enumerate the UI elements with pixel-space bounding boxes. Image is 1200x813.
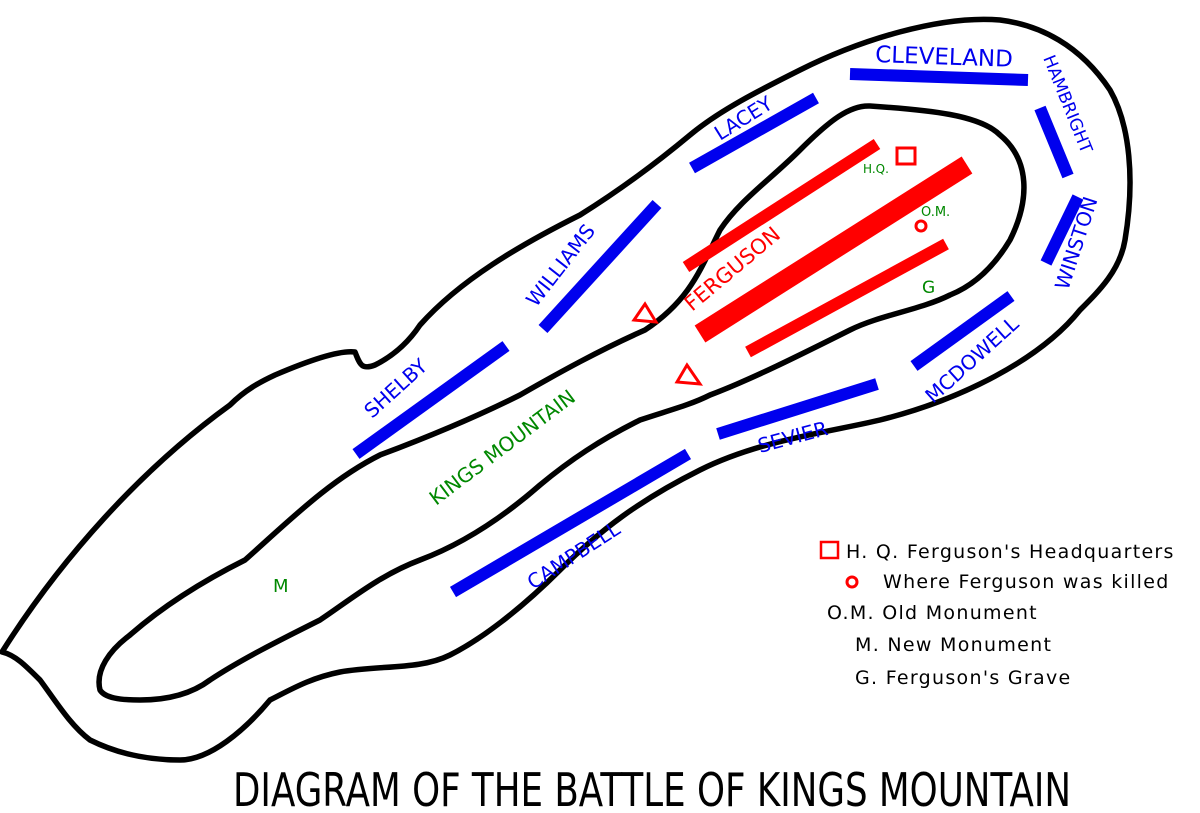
line-mcdowell bbox=[910, 291, 1015, 371]
legend-item-grave: G. Ferguson's Grave bbox=[855, 667, 1072, 689]
loyalist-lines bbox=[682, 138, 973, 358]
line-lacey bbox=[689, 92, 819, 174]
label-hambright: HAMBRIGHT bbox=[1038, 52, 1096, 156]
line-winston bbox=[1040, 194, 1084, 266]
line-hambright bbox=[1034, 105, 1074, 179]
line-ferguson-main bbox=[694, 156, 973, 343]
legend-item-old-monument: O.M. Old Monument bbox=[827, 602, 1038, 624]
legend-circle-icon bbox=[845, 575, 859, 589]
legend: H. Q. Ferguson's Headquarters Where Ferg… bbox=[819, 540, 1175, 689]
diagram-title: DIAGRAM OF THE BATTLE OF KINGS MOUNTAIN bbox=[233, 763, 1071, 813]
legend-square-icon bbox=[819, 540, 840, 560]
label-williams: WILLIAMS bbox=[521, 219, 600, 311]
label-grave: G bbox=[922, 278, 935, 298]
legend-item-killed: Where Ferguson was killed bbox=[883, 571, 1170, 593]
legend-item-new-monument: M. New Monument bbox=[855, 634, 1052, 656]
line-sevier bbox=[716, 378, 879, 440]
line-cleveland bbox=[849, 68, 1029, 86]
line-williams bbox=[538, 199, 662, 334]
label-old-monument: O.M. bbox=[921, 205, 950, 220]
inner-contour bbox=[96, 103, 1027, 703]
label-hq: H.Q. bbox=[863, 162, 889, 176]
patriot-lines bbox=[352, 68, 1084, 598]
line-shelby bbox=[352, 341, 510, 459]
line-campbell bbox=[449, 448, 692, 598]
line-ferguson-upper bbox=[682, 138, 881, 273]
label-cleveland: CLEVELAND bbox=[875, 42, 1013, 73]
triangle-marker-2 bbox=[674, 362, 704, 386]
triangle-marker-1 bbox=[631, 301, 659, 324]
label-new-monument: M bbox=[273, 576, 289, 597]
legend-item-hq: H. Q. Ferguson's Headquarters bbox=[846, 541, 1175, 563]
outer-contour bbox=[0, 16, 1133, 763]
death-site-marker bbox=[914, 219, 928, 233]
line-ferguson-lower bbox=[745, 238, 949, 358]
headquarters-marker bbox=[895, 146, 917, 166]
